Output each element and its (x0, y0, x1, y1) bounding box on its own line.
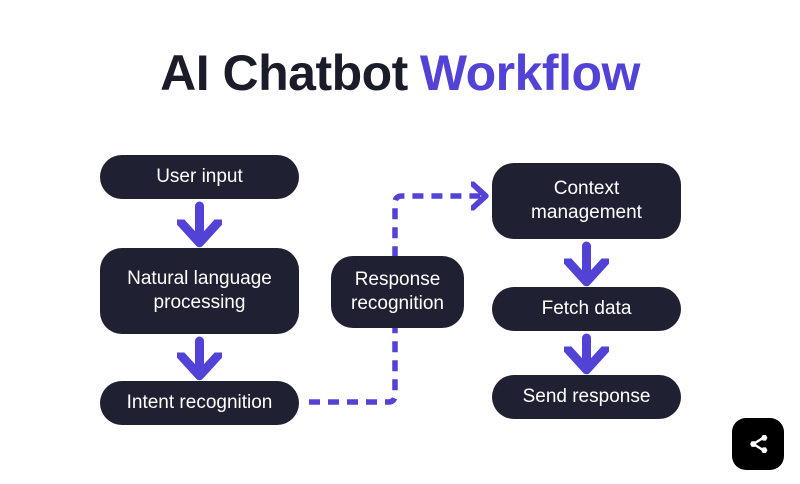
node-context-management[interactable]: Context management (492, 163, 681, 239)
title-main-text: AI Chatbot (160, 45, 408, 101)
node-user-input[interactable]: User input (100, 155, 299, 199)
title-accent-text: Workflow (419, 45, 641, 101)
node-fetch-line-1: Fetch data (541, 298, 632, 319)
share-icon (750, 435, 768, 453)
node-response-line-2: recognition (351, 293, 444, 314)
node-context-line-1: Context (553, 178, 620, 199)
node-intent-line-1: Intent recognition (126, 392, 273, 413)
node-response-line-1: Response (354, 269, 441, 290)
node-context-line-2: management (531, 202, 642, 223)
node-user-input-line-1: User input (156, 166, 243, 187)
node-response-recognition[interactable]: Response recognition (331, 256, 464, 328)
node-fetch-data[interactable]: Fetch data (492, 287, 681, 331)
arrow-intent-to-context (309, 196, 482, 405)
node-natural-language-processing[interactable]: Natural language processing (100, 248, 299, 334)
node-send-line-1: Send response (522, 386, 651, 407)
node-nlp-line-1: Natural language (127, 268, 272, 289)
share-button[interactable] (732, 418, 784, 470)
node-intent-recognition[interactable]: Intent recognition (100, 381, 299, 425)
node-nlp-line-2: processing (153, 292, 246, 313)
node-send-response[interactable]: Send response (492, 375, 681, 419)
